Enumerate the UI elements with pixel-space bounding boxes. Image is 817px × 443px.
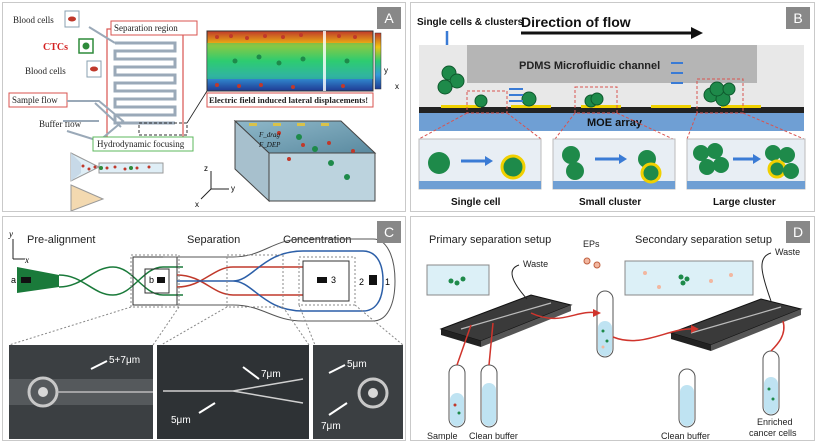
separation-label: Separation bbox=[187, 234, 240, 246]
outlet-a: a bbox=[11, 275, 16, 285]
blood-cells-bottom-label: Blood cells bbox=[25, 66, 66, 76]
flow-arrow bbox=[691, 27, 703, 39]
outlet-2: 2 bbox=[359, 277, 364, 287]
micrograph-1 bbox=[9, 345, 153, 439]
single-cells-label-1: Single cells & clusters bbox=[417, 17, 524, 28]
panel-d: Primary separation setup Secondary separ… bbox=[410, 216, 815, 441]
inset-large-cluster bbox=[686, 138, 806, 190]
secondary-setup-label: Secondary separation setup bbox=[635, 234, 772, 246]
single-cell-label: Single cell bbox=[451, 197, 501, 208]
panel-a-diagram: Blood cells CTCs Blood cells Separation … bbox=[8, 10, 399, 211]
blood-cells-top-label: Blood cells bbox=[13, 15, 54, 25]
sample-flow-label: Sample flow bbox=[12, 95, 58, 105]
panel-c-label: C bbox=[377, 221, 401, 243]
micrograph-2 bbox=[157, 345, 309, 439]
colorbar bbox=[374, 32, 382, 90]
moe-array-label: MOE array bbox=[587, 117, 643, 129]
outlet-3: 3 bbox=[331, 275, 336, 285]
micro1-label: 5+7μm bbox=[109, 355, 140, 366]
f-dep-label: F_DEP bbox=[258, 141, 281, 149]
caption-box bbox=[206, 92, 374, 108]
heatmap-axis-x: x bbox=[395, 82, 399, 91]
channel-3d-front bbox=[268, 152, 376, 202]
enriched-label-1: Enriched bbox=[757, 417, 793, 427]
pre-alignment-channels bbox=[58, 266, 183, 296]
panel-b-diagram: Single cells & clusters Direction of flo… bbox=[417, 14, 806, 208]
inset-single-cell bbox=[418, 138, 542, 190]
micrograph-3 bbox=[313, 345, 403, 439]
clean-buffer-1-label: Clean buffer bbox=[469, 431, 518, 441]
pdms-channel-label: PDMS Microfluidic channel bbox=[519, 60, 660, 72]
outlet-1: 1 bbox=[385, 277, 390, 287]
separation-channels bbox=[176, 266, 303, 296]
pdms-channel bbox=[467, 45, 757, 83]
axis-x-label: x bbox=[24, 255, 29, 265]
panel-c-diagram: Pre-alignment Separation Concentration y… bbox=[8, 229, 404, 439]
primary-inset bbox=[426, 264, 490, 296]
ctc-glyph bbox=[82, 42, 90, 50]
micro2-bottom-label: 5μm bbox=[171, 415, 191, 426]
inlet-wedge bbox=[17, 267, 59, 293]
focusing-inset bbox=[70, 152, 164, 211]
separation-region-label: Separation region bbox=[114, 23, 178, 33]
panel-a: Blood cells CTCs Blood cells Separation … bbox=[2, 2, 406, 212]
waste-1-label: Waste bbox=[523, 259, 548, 269]
panel-b-label: B bbox=[786, 7, 810, 29]
separation-region-tag bbox=[110, 20, 198, 36]
electric-field-caption: Electric field induced lateral displacem… bbox=[209, 95, 368, 105]
serpentine-channel bbox=[113, 41, 177, 125]
axis-x-label-3d: x bbox=[195, 200, 199, 209]
hydro-focusing-label: Hydrodynamic focusing bbox=[97, 139, 185, 149]
hydro-focusing-tag bbox=[92, 136, 194, 152]
concentration-loop bbox=[177, 250, 384, 312]
tube-clean-buffer-2 bbox=[678, 368, 696, 428]
f-drag-label: F_drag bbox=[258, 131, 281, 139]
panel-d-diagram: Primary separation setup Secondary separ… bbox=[426, 234, 803, 441]
micro3-top-label: 5μm bbox=[347, 359, 367, 370]
enriched-label-2: cancer cells bbox=[749, 428, 797, 438]
pre-alignment-label: Pre-alignment bbox=[27, 234, 95, 246]
sample-label: Sample bbox=[427, 431, 458, 441]
axis-y-label: y bbox=[8, 229, 13, 239]
moe-array bbox=[419, 113, 804, 131]
outlet-b: b bbox=[149, 275, 154, 285]
micro2-top-label: 7μm bbox=[261, 369, 281, 380]
focusing-junction bbox=[66, 100, 125, 143]
direction-of-flow-label: Direction of flow bbox=[521, 14, 631, 30]
concentration-label: Concentration bbox=[283, 234, 352, 246]
tube-middle bbox=[596, 290, 614, 358]
flow-tubing bbox=[456, 311, 785, 366]
panel-c: Pre-alignment Separation Concentration y… bbox=[2, 216, 406, 441]
primary-setup-label: Primary separation setup bbox=[429, 234, 551, 246]
axis-z-label: z bbox=[204, 164, 208, 173]
clean-buffer-2-label: Clean buffer bbox=[661, 431, 710, 441]
ctcs-label: CTCs bbox=[43, 42, 68, 53]
zoom-region-box bbox=[138, 122, 188, 136]
panel-b: Single cells & clusters Direction of flo… bbox=[410, 2, 815, 212]
waste-2-label: Waste bbox=[775, 247, 800, 257]
micro3-bottom-label: 7μm bbox=[321, 421, 341, 432]
tube-clean-buffer-1 bbox=[480, 364, 498, 428]
inset-small-cluster bbox=[552, 138, 676, 190]
large-cluster-label: Large cluster bbox=[713, 197, 776, 208]
channel-3d-side bbox=[234, 119, 270, 203]
axis-y-label-3d: y bbox=[231, 184, 235, 193]
eps-label: EPs bbox=[583, 239, 600, 249]
heatmap-axis-y: y bbox=[384, 66, 388, 75]
buffer-flow-label: Buffer flow bbox=[39, 119, 82, 129]
small-cluster-label: Small cluster bbox=[579, 197, 641, 208]
panel-d-label: D bbox=[786, 221, 810, 243]
tube-enriched bbox=[762, 350, 780, 416]
panel-a-label: A bbox=[377, 7, 401, 29]
tube-sample bbox=[448, 364, 466, 428]
cells-in-channel bbox=[437, 65, 736, 108]
blood-cell-glyph bbox=[68, 16, 76, 22]
eps-glyph bbox=[583, 257, 601, 269]
